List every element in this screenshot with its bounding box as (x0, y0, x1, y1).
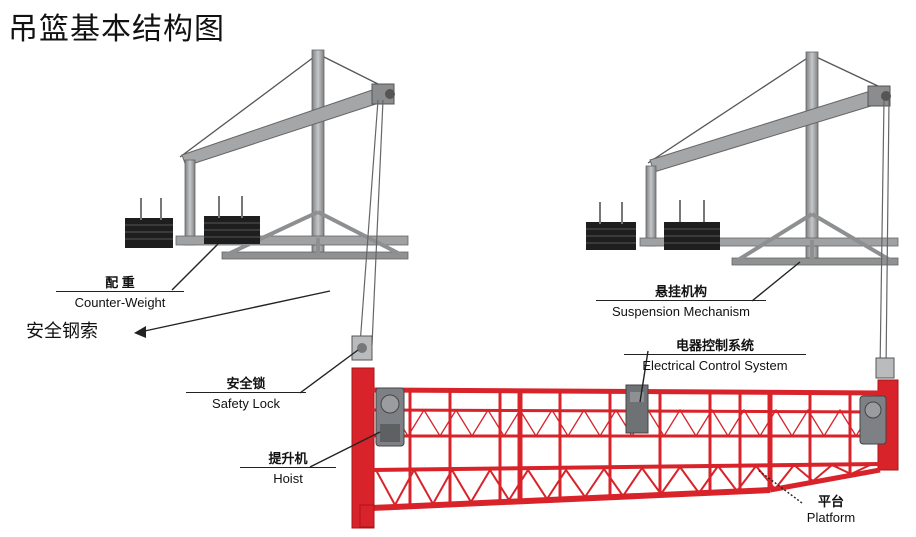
label-safety-rope: 安全钢索 (26, 321, 98, 342)
right-hoist-assembly (859, 357, 895, 445)
label-electrical-control-system: 电器控制系统 Electrical Control System (624, 338, 806, 373)
right-counterweight-stack (586, 200, 720, 250)
label-safety-lock: 安全锁 Safety Lock (186, 376, 306, 411)
left-counterweight-stack (125, 196, 260, 248)
right-suspension-mechanism (586, 51, 899, 266)
wire-ropes (359, 99, 890, 371)
label-hoist: 提升机 Hoist (240, 451, 336, 486)
electrical-control-box (625, 384, 649, 434)
label-counter-weight: 配 重 Counter-Weight (56, 275, 184, 310)
label-suspension-mechanism: 悬挂机构 Suspension Mechanism (596, 284, 766, 319)
diagram-title: 吊篮基本结构图 (8, 12, 225, 47)
left-suspension-mechanism (125, 49, 409, 260)
label-platform: 平台 Platform (806, 494, 856, 525)
left-hoist-assembly (351, 335, 405, 447)
leader-lines (134, 243, 803, 504)
